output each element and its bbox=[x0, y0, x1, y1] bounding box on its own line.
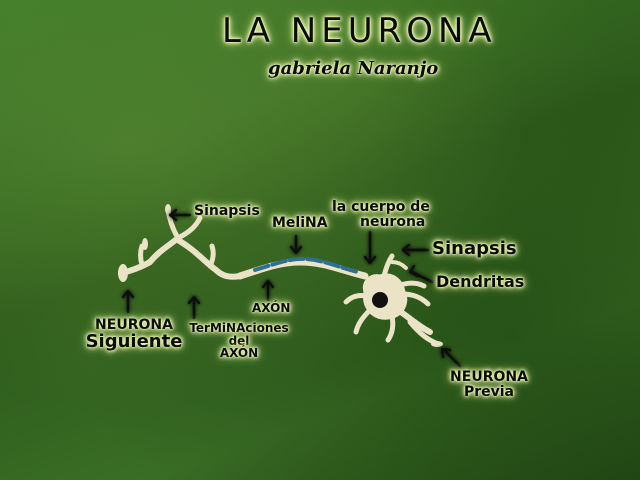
label-axon: AXÓN bbox=[252, 301, 291, 315]
label-terminaciones-line2: del bbox=[228, 333, 250, 348]
label-cuerpo-de-neurona: la cuerpo de neurona bbox=[332, 200, 430, 229]
cell-body bbox=[343, 253, 443, 347]
label-arrows bbox=[121, 208, 462, 368]
label-sinapsis-top: Sinapsis bbox=[194, 203, 260, 219]
label-terminaciones-line3: AXÓN bbox=[219, 346, 259, 361]
label-cuerpo-line2: neurona bbox=[360, 213, 426, 230]
axon bbox=[236, 256, 369, 280]
nucleus bbox=[372, 292, 388, 308]
label-terminaciones-del-axon: TerMiNAciones del AXÓN bbox=[180, 322, 298, 360]
label-dendritas: Dendritas bbox=[436, 272, 525, 291]
label-neurona-previa-line1: NEURONA bbox=[450, 369, 528, 385]
label-neurona-previa-line2: Previa bbox=[463, 383, 515, 400]
label-sinapsis-right: Sinapsis bbox=[432, 238, 517, 259]
author-name: gabriela Naranjo bbox=[268, 58, 439, 79]
label-neurona-previa: NEURONA Previa bbox=[446, 370, 532, 399]
label-terminaciones-line1: TerMiNAciones bbox=[189, 321, 289, 335]
label-neurona-siguiente-line2: Siguiente bbox=[85, 330, 183, 352]
label-neurona-siguiente: NEURONA Siguiente bbox=[84, 318, 184, 352]
label-cuerpo-line1: la cuerpo de bbox=[332, 199, 430, 215]
label-neurona-siguiente-line1: NEURONA bbox=[95, 317, 173, 333]
page-title: LA NEURONA bbox=[222, 11, 497, 51]
label-melina: MeliNA bbox=[272, 215, 328, 231]
axon-terminals bbox=[118, 204, 243, 282]
